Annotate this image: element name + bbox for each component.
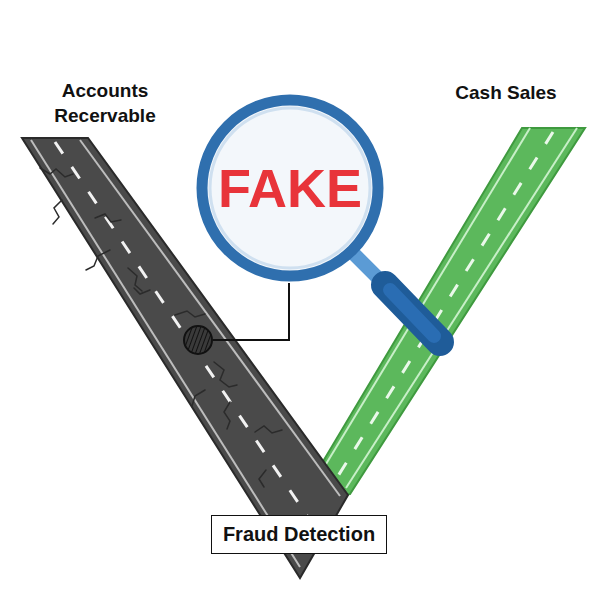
magnifier-lens [202,100,378,276]
manhole [184,326,212,354]
node-text: Fraud Detection [223,523,375,546]
road-label: Cash Sales [455,81,556,106]
magnifier-handle [352,252,440,342]
lens-inner-ring [210,108,370,268]
node-text: FAKE [218,157,362,219]
leader-line [213,283,289,340]
road-label: Accounts Recervable [40,79,170,128]
title-box: Fraud Detection [211,515,387,554]
magnifier-text: FAKE [206,104,374,272]
